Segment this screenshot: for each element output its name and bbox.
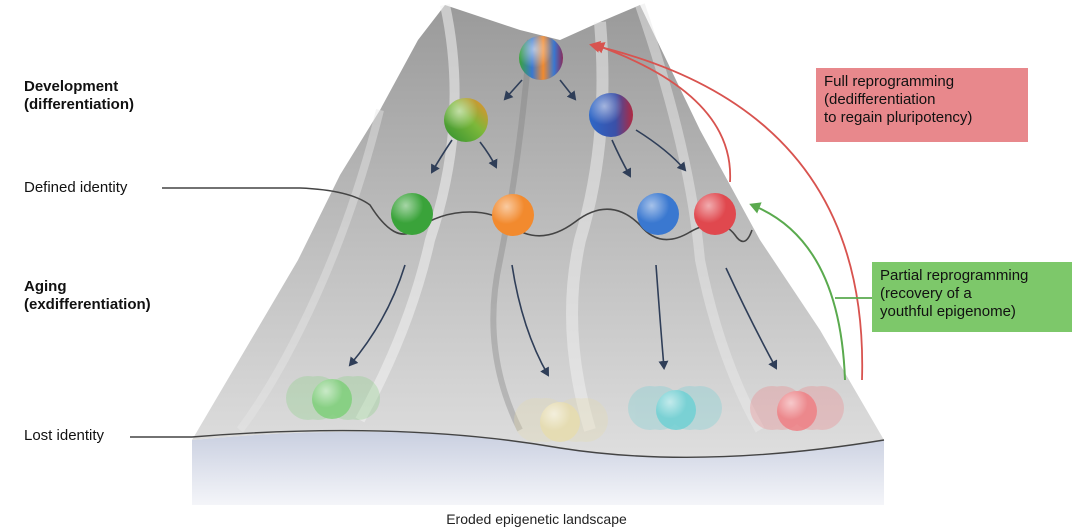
full-reprogramming-line3: to regain pluripotency) — [824, 109, 973, 126]
full-reprogramming-arrow-short — [593, 42, 731, 183]
partial-reprogramming-line1: Partial reprogramming — [880, 267, 1029, 284]
aging-label: Aging (exdifferentiation) — [24, 278, 151, 314]
development-label-line1: Development — [24, 78, 119, 95]
partial-reprogramming-line3: youthful epigenome) — [880, 303, 1016, 320]
lost-identity-line — [130, 429, 885, 459]
landscape-base — [192, 431, 884, 505]
defined-identity-label: Defined identity — [24, 179, 128, 196]
partial-reprogramming-arrow — [749, 202, 846, 381]
full-reprogramming-line2: (dedifferentiation — [824, 91, 936, 108]
full-reprogramming-box: Full reprogramming (dedifferentiation to… — [816, 68, 1028, 142]
mountain — [192, 5, 884, 458]
full-reprogramming-line1: Full reprogramming — [824, 73, 955, 90]
aging-label-line2: (exdifferentiation) — [24, 296, 151, 313]
development-label-line2: (differentiation) — [24, 96, 134, 113]
partial-reprogramming-line2: (recovery of a — [880, 285, 972, 302]
lost-identity-label: Lost identity — [24, 427, 105, 444]
aged-cells-group — [286, 376, 844, 442]
development-label: Development (differentiation) — [24, 78, 134, 114]
partial-reprogramming-box: Partial reprogramming (recovery of a you… — [872, 262, 1072, 332]
full-reprogramming-arrow-long — [589, 40, 864, 381]
aging-label-line1: Aging — [24, 278, 67, 295]
figure-caption: Eroded epigenetic landscape — [446, 511, 627, 527]
